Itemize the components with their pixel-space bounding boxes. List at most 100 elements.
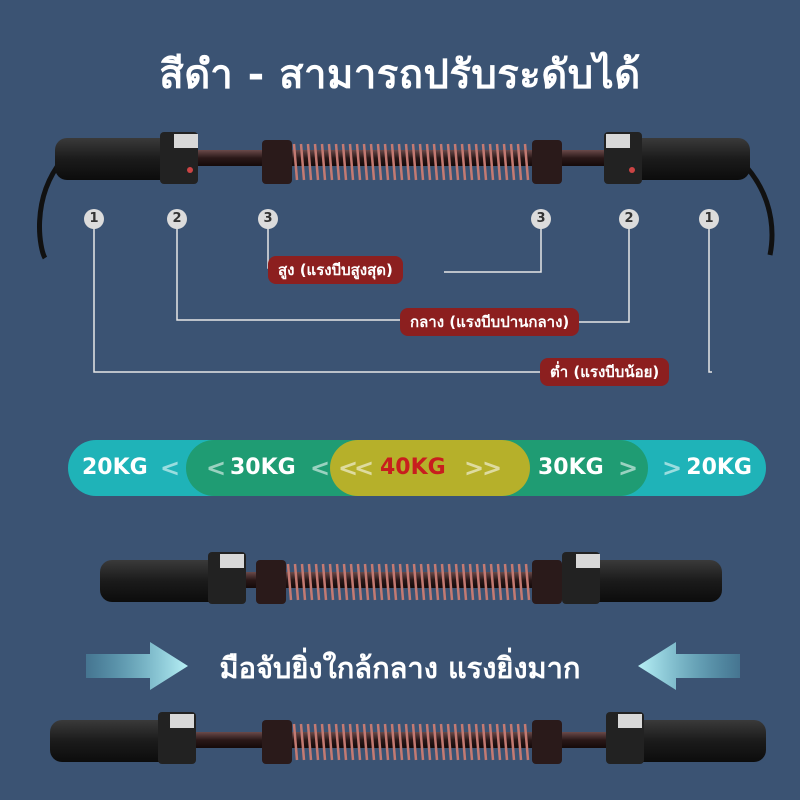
spring-coil <box>348 723 355 761</box>
spring-coil <box>517 563 524 601</box>
spring-coil <box>523 723 530 761</box>
spring-coil <box>418 143 425 181</box>
spring-coil <box>516 723 523 761</box>
spring-coil <box>286 563 293 601</box>
spring-coil <box>313 723 320 761</box>
level-medium-label: กลาง (แรงบีบปานกลาง) <box>400 308 580 336</box>
spring-coil <box>341 723 348 761</box>
level-high-label: สูง (แรงบีบสูงสุด) <box>268 256 403 284</box>
spring-coil <box>440 563 447 601</box>
top-bar-illustration <box>36 132 775 260</box>
spring-coil <box>327 723 334 761</box>
spring-coil <box>293 563 300 601</box>
marker-2-right: 2 <box>619 209 639 229</box>
spring-coil <box>369 723 376 761</box>
spring-coil <box>481 143 488 181</box>
spring-coil <box>446 143 453 181</box>
spring-coil <box>509 723 516 761</box>
spring-coil <box>446 723 453 761</box>
spring-coil <box>348 143 355 181</box>
spring-coil <box>342 563 349 601</box>
chevron-right-icon: > <box>618 454 639 482</box>
spring-coil <box>468 563 475 601</box>
resistance-scale: 20KG < > 20KG < 30KG < > 30KG > < < 40KG… <box>68 440 766 496</box>
spring-coil <box>355 723 362 761</box>
spring-coil <box>292 143 299 181</box>
spring-coil <box>475 563 482 601</box>
spring-coil <box>320 723 327 761</box>
spring-coil <box>398 563 405 601</box>
page-title: สีดำ - สามารถปรับระดับได้ <box>159 52 641 98</box>
spring-coil <box>516 143 523 181</box>
spring-coil <box>418 723 425 761</box>
chevron-right-icon: > <box>482 454 503 482</box>
spring-coil <box>467 143 474 181</box>
spring-coil <box>412 563 419 601</box>
spring-coil <box>461 563 468 601</box>
spring-coil <box>404 143 411 181</box>
scale-value-2: 30KG <box>230 455 296 480</box>
spring-coil <box>523 143 530 181</box>
middle-bar-illustration <box>100 552 722 604</box>
spring-coil <box>306 723 313 761</box>
spring-coil <box>447 563 454 601</box>
spring-coil <box>453 723 460 761</box>
spring-coil <box>299 143 306 181</box>
spring-coil <box>384 563 391 601</box>
spring-coil <box>390 723 397 761</box>
arrow-right-icon <box>86 642 188 690</box>
spring-coil <box>432 143 439 181</box>
spring-coil <box>425 723 432 761</box>
spring-coil <box>376 143 383 181</box>
spring-coil <box>474 143 481 181</box>
spring-coil <box>411 143 418 181</box>
spring-coil <box>495 723 502 761</box>
spring-coil <box>524 563 531 601</box>
bottom-bar-illustration <box>50 712 766 764</box>
spring-coil <box>426 563 433 601</box>
spring-coil <box>383 723 390 761</box>
chevron-right-icon: > <box>464 454 485 482</box>
spring-coil <box>356 563 363 601</box>
leader-lines <box>93 228 712 373</box>
chevron-left-icon: < <box>354 454 375 482</box>
chevron-left-icon: < <box>310 454 331 482</box>
spring-coil <box>482 563 489 601</box>
spring-coil <box>411 723 418 761</box>
spring-coil <box>488 723 495 761</box>
spring-coil <box>433 563 440 601</box>
spring-coil <box>474 723 481 761</box>
scale-value-5: 20KG <box>686 455 752 480</box>
spring-coil <box>510 563 517 601</box>
spring-coil <box>328 563 335 601</box>
spring-coil <box>502 723 509 761</box>
scale-value-3: 40KG <box>380 455 446 480</box>
spring-coil <box>335 563 342 601</box>
scale-value-4: 30KG <box>538 455 604 480</box>
slogan-text: มือจับยิ่งใกล้กลาง แรงยิ่งมาก <box>219 651 581 685</box>
spring-coil <box>313 143 320 181</box>
spring-coil <box>432 723 439 761</box>
spring-coil <box>439 723 446 761</box>
arrow-left-icon <box>638 642 740 690</box>
spring-coil <box>467 723 474 761</box>
spring-coil <box>363 563 370 601</box>
spring-coil <box>404 723 411 761</box>
spring-coil <box>370 563 377 601</box>
spring-coil <box>321 563 328 601</box>
spring-coil <box>369 143 376 181</box>
spring-coil <box>503 563 510 601</box>
chevron-left-icon: < <box>338 454 359 482</box>
spring-coil <box>300 563 307 601</box>
spring-coil <box>334 723 341 761</box>
marker-2-left: 2 <box>167 209 187 229</box>
spring-coil <box>460 723 467 761</box>
spring-coil <box>460 143 467 181</box>
spring-coil <box>496 563 503 601</box>
chevron-right-icon: > <box>662 454 683 482</box>
chevron-left-icon: < <box>160 454 181 482</box>
spring-coil <box>314 563 321 601</box>
scale-value-1: 20KG <box>82 455 148 480</box>
spring-coil <box>306 143 313 181</box>
